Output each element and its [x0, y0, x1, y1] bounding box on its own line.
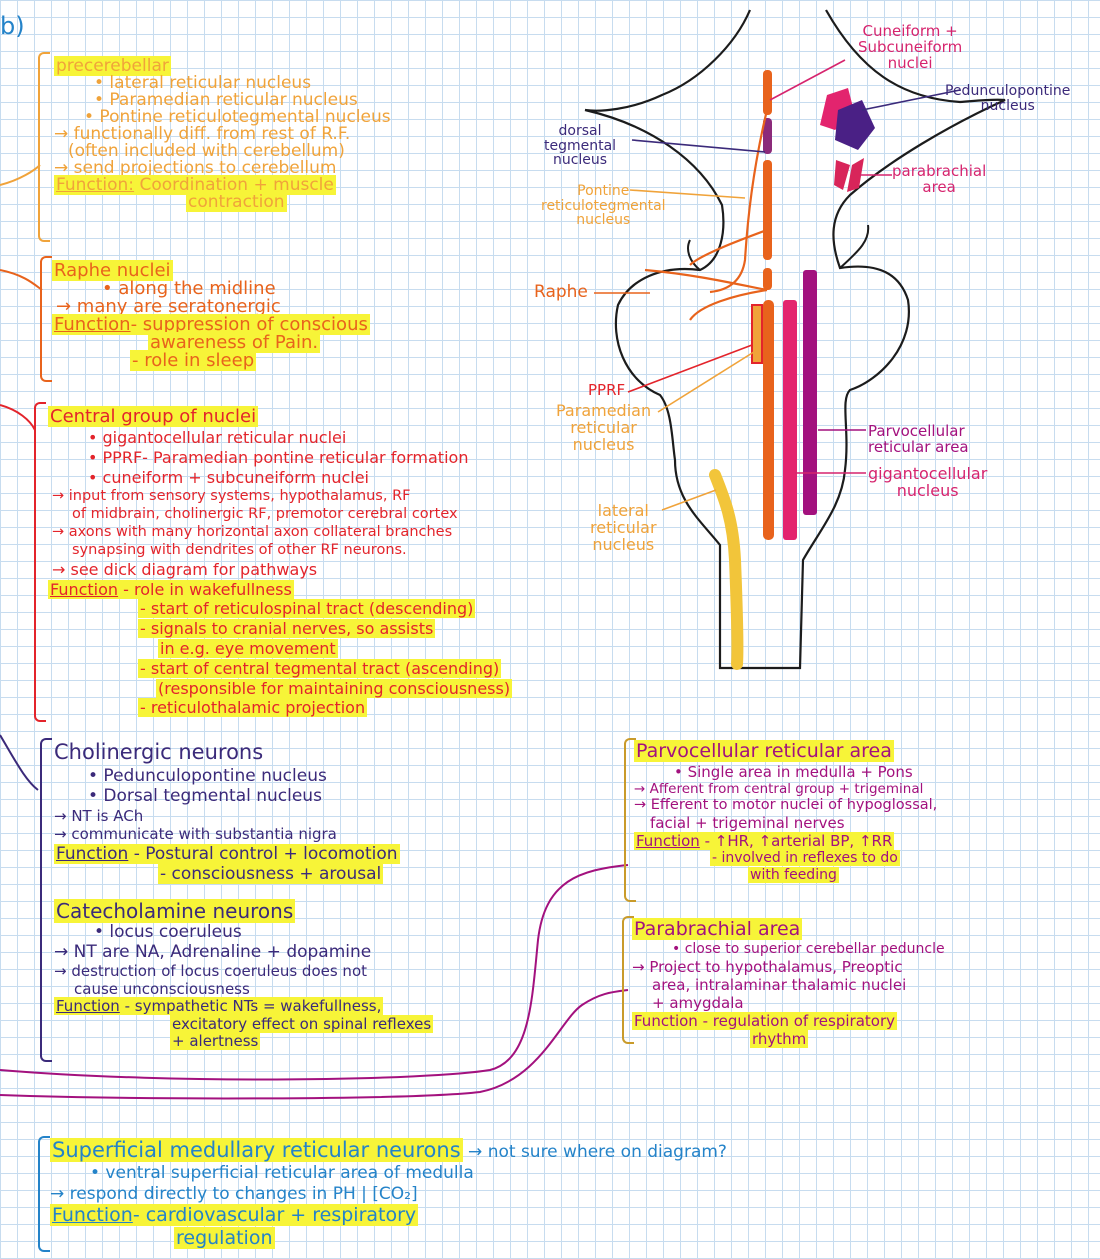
catecholamine-block: Catecholamine neurons • locus coeruleus …: [54, 899, 434, 1051]
superficial-brace: [38, 1136, 50, 1252]
pontine-reticulotegmental-mark: [751, 304, 763, 364]
parvocellular-brace: [624, 738, 636, 902]
central-brace: [34, 402, 46, 722]
label-raphe: Raphe: [534, 282, 588, 302]
raphe-block: Raphe nuclei • along the midline → many …: [52, 260, 370, 371]
parabrachial-brace: [622, 916, 634, 1044]
brainstem-outline: [584, 9, 1006, 670]
precerebellar-block: precerebellar • lateral reticular nucleu…: [54, 56, 391, 212]
raphe-column: [763, 70, 774, 540]
section-marker: b): [0, 12, 25, 40]
cholinergic-brace: [40, 738, 52, 1062]
superficial-block: Superficial medullary reticular neurons …: [50, 1138, 727, 1249]
cholinergic-block: Cholinergic neurons • Pedunculopontine n…: [54, 740, 400, 885]
lateral-reticular-mark: [709, 469, 744, 670]
parvocellular-block: Parvocellular reticular area • Single ar…: [634, 740, 938, 884]
precerebellar-brace: [38, 52, 50, 242]
raphe-brace: [40, 256, 52, 382]
label-pprf: PPRF: [588, 381, 626, 399]
gigantocellular-mark: [783, 300, 797, 540]
precerebellar-title: precerebellar: [54, 56, 171, 76]
pedunculopontine-mark: [835, 100, 875, 150]
parvocellular-mark: [803, 270, 817, 515]
parabrachial-block: Parabrachial area • close to superior ce…: [632, 918, 945, 1048]
central-block: Central group of nuclei • gigantocellula…: [48, 406, 513, 718]
parabrachial-mark: [834, 158, 864, 192]
